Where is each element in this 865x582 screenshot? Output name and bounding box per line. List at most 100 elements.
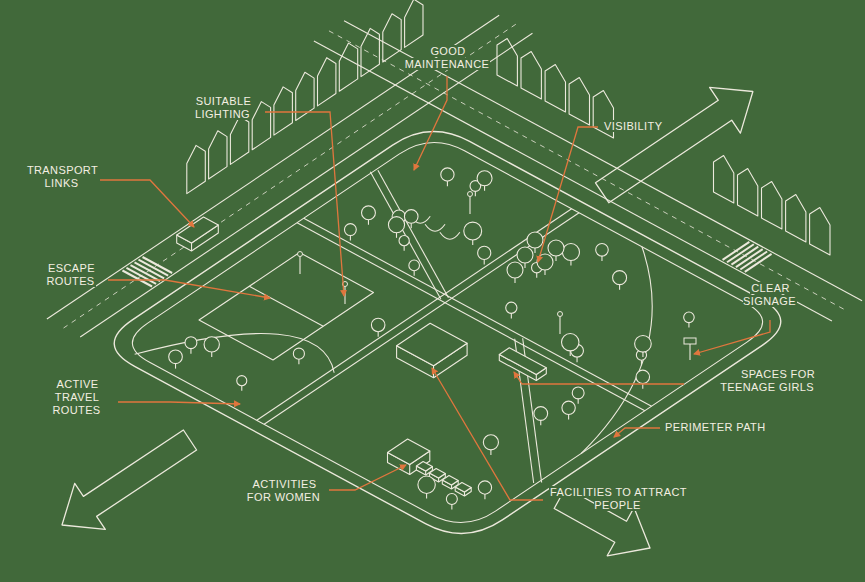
perimeter-path (132, 142, 762, 522)
activity-hut (388, 439, 430, 465)
footpath (581, 247, 652, 454)
footpath (370, 172, 441, 300)
callout-label-box: PERIMETER PATH (664, 421, 794, 434)
direction-arrow (62, 430, 197, 529)
sign-post (689, 344, 690, 360)
house (274, 87, 293, 135)
leader-line (100, 180, 194, 227)
callout-label-box: TRANSPORT LINKS (22, 164, 102, 190)
callout-label: ACTIVE TRAVEL ROUTES (52, 378, 101, 416)
bench (455, 483, 471, 493)
direction-arrow (596, 87, 753, 202)
zebra-crossing (122, 271, 152, 287)
leader-line (118, 402, 240, 404)
bench (451, 485, 452, 489)
activity-hut (409, 465, 410, 475)
tree (293, 348, 304, 359)
callout-label-box: SPACES FOR TEENAGE GIRLS (690, 368, 815, 394)
tree (409, 260, 420, 271)
house (187, 145, 206, 193)
bench (416, 462, 432, 472)
callout-label: FACILITIES TO ATTRACT PEOPLE (549, 486, 687, 511)
tree (527, 232, 543, 248)
callout-label: ACTIVITIES FOR WOMEN (247, 478, 321, 503)
callout-label: ESCAPE ROUTES (46, 262, 95, 287)
house (569, 78, 589, 126)
play-equipment (440, 232, 460, 239)
house (252, 102, 270, 150)
house (318, 58, 336, 106)
tree (562, 244, 579, 261)
tree (441, 168, 454, 181)
house (361, 28, 379, 76)
tree (596, 243, 609, 256)
lamp-post (469, 196, 470, 214)
tree (548, 240, 564, 256)
callout-label: PERIMETER PATH (664, 421, 767, 433)
tree (507, 262, 523, 278)
house (230, 116, 248, 164)
house (521, 52, 541, 100)
tree (635, 335, 652, 352)
footpath (257, 209, 572, 421)
tree (636, 370, 650, 384)
tree (237, 376, 247, 386)
tree (506, 302, 517, 313)
callout-label: GOOD MAINTENANCE (405, 45, 490, 70)
callout-label-box: CLEAR SIGNAGE (735, 282, 805, 308)
house (762, 182, 782, 230)
leader-line (514, 372, 684, 384)
tree (388, 217, 404, 233)
tree (534, 407, 548, 421)
tree (562, 333, 579, 350)
lamp (468, 192, 473, 197)
lamp-post (344, 286, 345, 304)
house (296, 72, 314, 120)
tree (204, 337, 219, 352)
leader-line (538, 127, 598, 262)
callout-label-box: ACTIVE TRAVEL ROUTES (38, 378, 116, 417)
house (810, 208, 830, 256)
callout-label: SUITABLE LIGHTING (195, 95, 252, 120)
callout-label: CLEAR SIGNAGE (743, 282, 797, 307)
house (339, 43, 357, 91)
lamp (558, 312, 563, 317)
callout-label: TRANSPORT LINKS (26, 164, 98, 189)
sports-pitch (249, 286, 323, 326)
lamp (298, 252, 303, 257)
tree (477, 171, 492, 186)
callout-label: VISIBILITY (603, 120, 663, 132)
house (405, 0, 423, 47)
callout-label-box: ESCAPE ROUTES (36, 262, 106, 288)
bench (442, 476, 458, 486)
shelter-bench (499, 348, 546, 375)
leader-line (265, 112, 344, 296)
leader-line (432, 368, 543, 500)
tree (478, 481, 491, 494)
leader-line (329, 465, 406, 490)
callout-label-box: SUITABLE LIGHTING (182, 95, 264, 121)
bench (425, 471, 426, 475)
tree (371, 318, 385, 332)
tree (478, 246, 491, 259)
leader-line (108, 280, 270, 298)
lamp-post (559, 316, 560, 334)
leader-line (694, 320, 770, 354)
house (383, 14, 401, 62)
tree (185, 337, 197, 349)
tree (613, 271, 627, 285)
play-equipment (425, 224, 445, 231)
tree (169, 350, 183, 364)
tree (684, 312, 695, 323)
house (714, 156, 734, 204)
park-boundary (114, 132, 781, 534)
callout-label-box: ACTIVITIES FOR WOMEN (240, 478, 328, 504)
tree (446, 493, 457, 504)
tree (344, 224, 356, 236)
callout-label-box: GOOD MAINTENANCE (400, 45, 495, 71)
house (209, 131, 227, 179)
tree (517, 247, 533, 263)
zebra-crossing (745, 254, 772, 272)
